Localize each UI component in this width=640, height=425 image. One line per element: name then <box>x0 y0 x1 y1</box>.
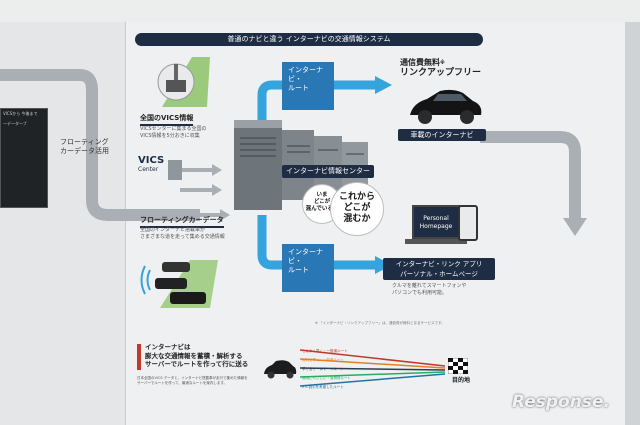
small-car-icon <box>264 360 297 379</box>
route-line-1 <box>300 349 446 367</box>
footnote: ※ 「インターナビ・リンクアップフリー」は、通信費が無料となるサービスです。 <box>315 321 445 325</box>
fee-free-line1: 通信費無料 <box>400 58 440 67</box>
vics-illustration-icon <box>157 57 210 107</box>
laptop-base-icon <box>405 239 467 244</box>
center-label: インターナビ情報センター <box>282 165 374 178</box>
adjacent-panel-text-2: ーデーターブ <box>3 121 27 126</box>
route-label-4: 環境にやさしい・省燃費ルート <box>302 376 351 380</box>
fee-free-text: 通信費無料※ <box>400 58 500 68</box>
homepage-label: インターナビ・リンク アプリ パーソナル・ホームページ <box>383 258 495 280</box>
adjacent-panel-text-1: VICSから 今後まで <box>3 111 38 116</box>
car-icon <box>410 89 482 124</box>
link-up-free-label: 通信費無料※ リンクアップフリー <box>400 58 500 78</box>
destination-label: 目的地 <box>452 377 471 384</box>
route-line-2 <box>300 358 446 369</box>
bottom-description: 日本全国のVICS データと、インターナビ搭載車が走行で集めた情報を サーバーで… <box>137 376 248 385</box>
future-congestion-bubble: これから どこが 混むか <box>330 182 384 236</box>
homepage-screen-line2: Homepage <box>419 223 453 230</box>
route-labels: とにかく早く・一般道ルート 無料で早く・一般道ルート 早く安く・スマートルート … <box>302 347 351 392</box>
floating-header: フローティングカーデータ <box>140 215 224 228</box>
top-blue-arrowhead <box>375 76 392 94</box>
route-line-5 <box>300 373 446 387</box>
bottom-blue-arrow <box>257 215 380 270</box>
vics-header: 全国のVICS情報 <box>140 113 194 126</box>
vics-arrowhead <box>212 164 222 176</box>
checkered-flag-icon <box>448 358 468 374</box>
vics-logo-text: VICS <box>138 155 165 166</box>
bottom-headline: インターナビは 膨大な交通情報を蓄積・解析する サーバーでルートを作って行に送る <box>145 343 249 368</box>
vics-logo-subtext: Center <box>138 166 159 173</box>
floating-use-label: フローティング カーデータ活用 <box>60 138 109 155</box>
route-line-4 <box>300 371 446 378</box>
route-card-top: インターナビ・ ルート <box>282 62 334 110</box>
route-line-3 <box>300 367 446 371</box>
vics-building-icon <box>168 160 182 180</box>
right-flow-arrow <box>480 131 581 222</box>
link-up-free-text: リンクアップフリー <box>400 68 482 78</box>
wall-top <box>0 0 640 22</box>
route-label-3: 早く安く・スマートルート <box>302 367 344 371</box>
page-title: 普通のナビと違う インターナビの交通情報システム <box>135 33 483 46</box>
vics-description: VICSセンターに集まる全国の VICS情報を5分おきに収集 <box>140 126 207 139</box>
laptop-screen: Personal Homepage <box>412 205 460 239</box>
right-wall <box>625 22 640 425</box>
floating-description: 全国のインターナビ搭載車が さまざまな道を走って集める交通情報 <box>140 227 225 240</box>
route-lines <box>300 349 446 387</box>
fee-free-mark: ※ <box>440 60 445 66</box>
car-nav-label: 車載のインターナビ <box>398 129 486 141</box>
top-blue-arrow <box>257 80 380 130</box>
route-label-1: とにかく早く・一般道ルート <box>302 349 348 353</box>
homepage-description: クルマを離れてスマートフォンや パソコンでも利用可能。 <box>392 283 467 296</box>
homepage-screen-line1: Personal <box>423 215 449 222</box>
route-label-2: 無料で早く・一般道ルート <box>302 358 344 362</box>
right-flow-arrowhead <box>563 218 587 236</box>
adjacent-panel: VICSから 今後まで ーデーターブ <box>0 108 48 208</box>
floating-arrowhead <box>220 209 230 221</box>
headline-accent <box>137 344 141 370</box>
vics-center-logo: VICS Center <box>138 155 178 180</box>
vics-arrowhead-2 <box>212 184 222 196</box>
route-card-bottom: インターナビ・ ルート <box>282 244 334 292</box>
cars-illustration-icon <box>140 260 218 308</box>
left-flow-arrow <box>0 69 200 221</box>
left-wall <box>0 22 125 425</box>
watermark: Response. <box>512 392 610 412</box>
smartphone-icon <box>458 205 478 241</box>
route-label-5: ETC割引を考慮したルート <box>302 385 344 389</box>
